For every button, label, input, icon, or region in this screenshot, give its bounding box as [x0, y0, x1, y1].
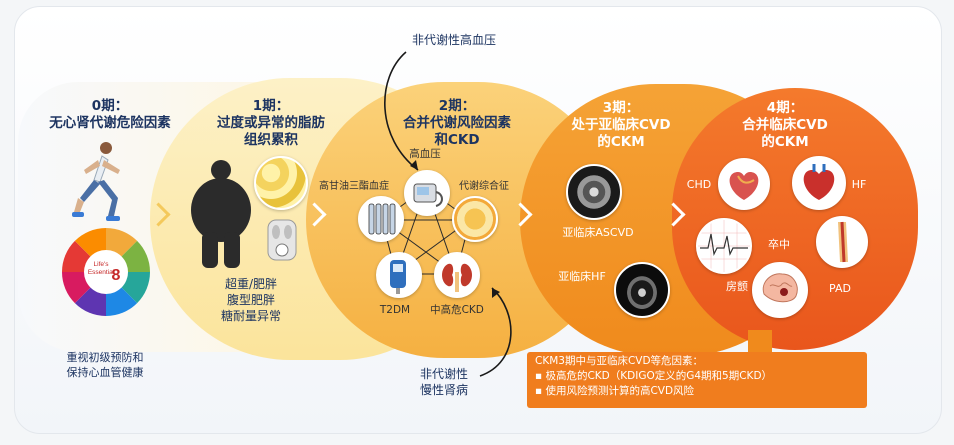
annotation-bottom: 非代谢性 慢性肾病: [419, 367, 468, 397]
wheel-text-3: 8: [112, 267, 121, 284]
stage4-pad: PAD: [829, 282, 851, 295]
node-top-label: 高血压: [409, 148, 441, 160]
stage3-item1: 亚临床ASCVD: [562, 226, 634, 239]
note-connector: [748, 330, 772, 356]
stage4-title: 4期： 合并临床CVD 的CKM: [742, 100, 828, 150]
stage0-title: 0期： 无心肾代谢危险因素: [49, 98, 171, 131]
coronary-heart-icon: [718, 158, 770, 210]
stage0-caption: 重视初级预防和 保持心血管健康: [66, 351, 144, 379]
life-essential-8-wheel-icon: Life's Essential 8: [62, 228, 150, 316]
runner-icon: [72, 142, 120, 221]
annotation-bottom-arrow-icon: [479, 287, 512, 377]
brain-icon: [752, 262, 808, 318]
metabolic-syndrome-icon: [452, 196, 498, 242]
note-line-3: ▪ 使用风险预测计算的高CVD风险: [535, 385, 695, 397]
annotation-top-arrow-icon: [384, 51, 419, 171]
ct-scan-icon: [566, 164, 622, 220]
scale-icon: [267, 219, 297, 261]
stage4-stroke: 卒中: [768, 238, 790, 251]
stage3-item2: 亚临床HF: [558, 270, 606, 283]
node-bottom-left-label: T2DM: [379, 304, 411, 316]
stage4-hf: HF: [851, 178, 867, 191]
peripheral-artery-icon: [816, 216, 868, 268]
stage1-title: 1期： 过度或异常的脂肪 组织累积: [217, 98, 325, 148]
ecg-icon: [696, 218, 752, 274]
stage4-af: 房颤: [726, 280, 748, 293]
wheel-text-2: Essential: [88, 269, 115, 276]
stage4-chd: CHD: [686, 178, 712, 191]
stage2-title: 2期： 合并代谢风险因素 和CKD: [403, 98, 511, 148]
glucose-meter-icon: [376, 252, 422, 298]
blood-pressure-monitor-icon: [404, 170, 450, 216]
echocardiogram-icon: [614, 262, 670, 318]
node-left-label: 高甘油三酯血症: [319, 181, 389, 192]
node-right-label: 代谢综合征: [459, 181, 509, 192]
heart-failure-icon: [792, 156, 846, 210]
obese-body-icon: [191, 160, 251, 268]
wheel-text-1: Life's: [94, 261, 110, 268]
stage1-caption: 超重/肥胖 腹型肥胖 糖耐量异常: [220, 277, 281, 323]
fat-tissue-icon: [254, 156, 308, 210]
note-line-2: ▪ 极高危的CKD（KDIGO定义的G4期和5期CKD）: [535, 370, 773, 382]
node-bottom-right-label: 中高危CKD: [430, 304, 484, 316]
annotation-top: 非代谢性高血压: [411, 33, 496, 47]
stage3-title: 3期： 处于亚临床CVD 的CKM: [571, 100, 671, 150]
note-line-1: CKM3期中与亚临床CVD等危因素：: [535, 355, 704, 367]
triglyceride-tubes-icon: [358, 196, 404, 242]
ckm3-risk-note: CKM3期中与亚临床CVD等危因素： ▪ 极高危的CKD（KDIGO定义的G4期…: [527, 352, 867, 408]
kidney-icon: [434, 252, 480, 298]
